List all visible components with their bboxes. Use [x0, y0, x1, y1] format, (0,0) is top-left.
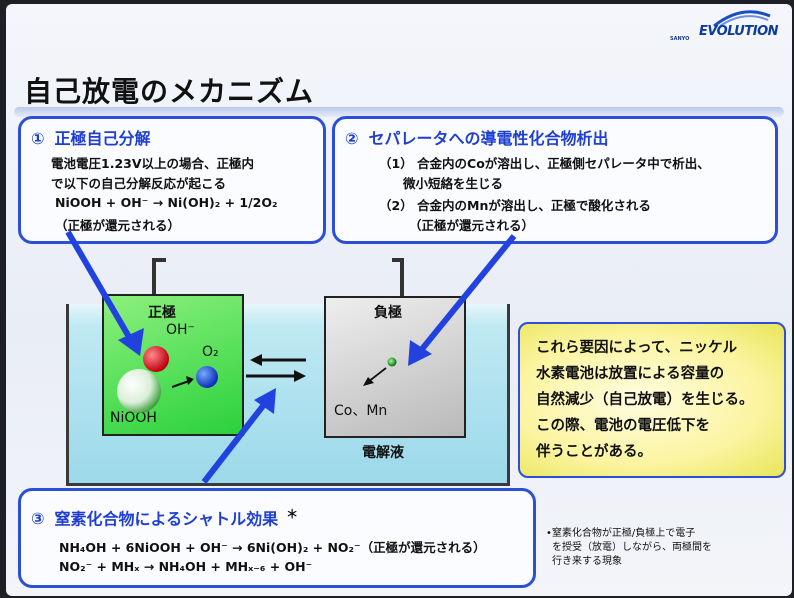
box1-line: （正極が還元される）	[55, 218, 181, 233]
box2-line: 微小短絡を生じる	[403, 176, 504, 191]
note-line: 自然減少（自己放電）を生じる。	[536, 392, 754, 408]
sanyo-evolution-logo: SANYO EVOLUTION	[670, 10, 779, 50]
reaction-arrow-icon	[171, 376, 194, 388]
box1-equation: NiOOH + OH⁻ → Ni(OH)₂ + 1/2O₂	[55, 195, 278, 210]
o2-particle	[196, 366, 218, 388]
positive-lead-cap	[152, 258, 166, 262]
box2-line: （2） 合金内のMnが溶出し、正極で酸化される	[379, 198, 651, 213]
box2-line: （正極が還元される）	[409, 218, 535, 233]
diagram-overlay	[65, 230, 517, 484]
dissolution-arrow-icon	[363, 367, 387, 386]
box2-line: （1） 合金内のCoが溶出し、正極側セパレータ中で析出、	[379, 156, 710, 171]
positive-label: 正極	[148, 305, 176, 321]
niooh-label: NiOOH	[110, 410, 157, 426]
niooh-particle	[117, 369, 161, 413]
slide: SANYO EVOLUTION 自己放電のメカニズム ① 正極自己分解 電池電圧1…	[6, 4, 792, 596]
negative-lead-cap	[392, 258, 404, 262]
summary-note: これら要因によって、ニッケル 水素電池は放置による容量の 自然減少（自己放電）を…	[518, 322, 786, 478]
box3-asterisk: ＊	[286, 507, 299, 521]
box2-heading: ② セパレータへの導電性化合物析出	[345, 125, 609, 149]
o2-label: O₂	[202, 344, 219, 360]
pointer-arrow-2	[408, 234, 517, 366]
logo-sub: SANYO	[670, 36, 690, 42]
box3-number: ③	[31, 509, 45, 529]
note-line: この際、電池の電圧低下を	[536, 418, 710, 434]
co-mn-label: Co、Mn	[334, 403, 388, 419]
positive-electrode	[102, 294, 244, 436]
pointer-arrow-1	[65, 230, 144, 356]
negative-lead	[400, 258, 404, 298]
footnote-line: を授受（放電）しながら、両極間を	[552, 542, 712, 553]
box1-number: ①	[31, 129, 45, 148]
box3-heading: ③ 窒素化合物によるシャトル効果 ＊	[31, 505, 298, 529]
positive-lead	[152, 258, 156, 296]
negative-label: 負極	[374, 305, 402, 321]
electrolyte-label: 電解液	[362, 445, 404, 461]
box1-heading: ① 正極自己分解	[31, 125, 151, 149]
box2-number: ②	[345, 129, 359, 148]
positive-self-decomposition-box: ① 正極自己分解 電池電圧1.23V以上の場合、正極内 で以下の自己分解反応が起こ…	[18, 116, 326, 244]
logo-swoosh-icon	[713, 10, 771, 28]
box3-title: 窒素化合物によるシャトル効果	[54, 509, 279, 529]
title-underline	[14, 107, 784, 117]
box1-line: で以下の自己分解反応が起こる	[51, 176, 227, 191]
page-title: 自己放電のメカニズム	[24, 75, 315, 108]
oh-label: OH⁻	[166, 322, 195, 338]
pointer-arrow-3	[201, 388, 276, 484]
box1-line: 電池電圧1.23V以上の場合、正極内	[51, 156, 255, 171]
nitrogen-shuttle-box: ③ 窒素化合物によるシャトル効果 ＊ NH₄OH + 6NiOOH + OH⁻ → …	[18, 488, 536, 588]
footnote-line: 行き来する現象	[552, 556, 622, 567]
oh-ion-particle	[143, 346, 169, 372]
logo-main: EVOLUTION	[698, 24, 779, 39]
separator-deposition-box: ② セパレータへの導電性化合物析出 （1） 合金内のCoが溶出し、正極側セパレータ…	[332, 116, 778, 244]
box2-title: セパレータへの導電性化合物析出	[368, 129, 609, 148]
box3-equation: NH₄OH + 6NiOOH + OH⁻ → 6Ni(OH)₂ + NO₂⁻（正…	[59, 540, 486, 555]
note-line: これら要因によって、ニッケル	[536, 340, 738, 356]
footnote-line: •窒素化合物が正極/負極上で電子	[546, 528, 696, 539]
shuttle-arrows-icon	[246, 354, 306, 382]
note-line: 伴うことがある。	[536, 444, 652, 460]
box3-equation: NO₂⁻ + MHₓ → NH₄OH + MHₓ₋₆ + OH⁻	[59, 559, 313, 574]
note-line: 水素電池は放置による容量の	[536, 366, 725, 382]
box1-title: 正極自己分解	[54, 129, 151, 148]
dissolving-metal-dot	[387, 357, 397, 367]
